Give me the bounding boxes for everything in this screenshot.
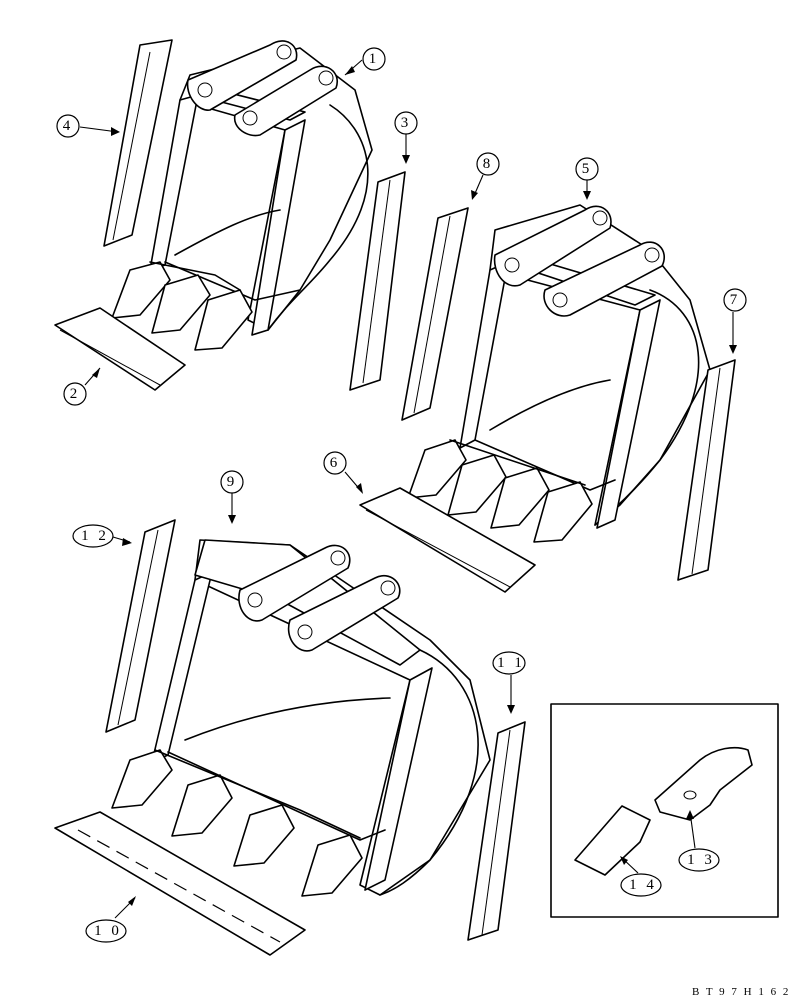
- bolt-on-edge-10: [54, 811, 306, 956]
- side-cutter-3: [349, 171, 406, 391]
- callout-8-label: 8: [483, 156, 494, 172]
- side-cutter-12: [105, 519, 176, 733]
- tooth-detail: [574, 746, 753, 876]
- callout-2-label: 2: [70, 386, 81, 402]
- drawing-code: B T 9 7 H 1 6 2: [692, 986, 790, 998]
- callout-14: [620, 873, 662, 897]
- bucket-large: [54, 539, 491, 956]
- callout-4-label: 4: [63, 118, 74, 134]
- callout-10-label: 1 0: [94, 923, 122, 939]
- callout-12-label: 1 2: [81, 528, 109, 544]
- bolt-on-edge-2: [54, 307, 186, 391]
- callout-2: [63, 382, 87, 406]
- callout-3: [394, 111, 418, 135]
- callout-11-label: 1 1: [497, 655, 525, 671]
- side-cutter-8: [401, 207, 469, 421]
- callout-7-label: 7: [730, 292, 741, 308]
- callout-5-label: 5: [582, 161, 593, 177]
- callouts: 1 2 3 4 5 6 7 8: [56, 47, 747, 943]
- callout-5: [575, 157, 599, 181]
- callout-9-label: 9: [227, 474, 238, 490]
- callout-12: [72, 524, 114, 548]
- callout-13-label: 1 3: [687, 852, 715, 868]
- bucket-small: [54, 39, 373, 391]
- callout-1: [362, 47, 386, 71]
- callout-1-label: 1: [369, 51, 380, 67]
- callout-11: [492, 651, 526, 675]
- tooth-tip-13: [654, 746, 753, 821]
- callout-9: [220, 470, 244, 494]
- callout-8: [476, 152, 500, 176]
- callout-14-label: 1 4: [629, 877, 657, 893]
- callout-6-label: 6: [330, 455, 341, 471]
- callout-13: [678, 848, 720, 872]
- callout-10: [85, 919, 127, 943]
- side-cutter-4: [103, 39, 173, 247]
- callout-4: [56, 114, 80, 138]
- callout-7: [723, 288, 747, 312]
- tooth-detail-inset: [550, 703, 779, 918]
- bucket-medium: [359, 204, 711, 593]
- callout-6: [323, 451, 347, 475]
- tooth-adapter-14: [574, 805, 651, 876]
- callout-3-label: 3: [401, 115, 412, 131]
- bolt-on-edge-6: [359, 487, 536, 593]
